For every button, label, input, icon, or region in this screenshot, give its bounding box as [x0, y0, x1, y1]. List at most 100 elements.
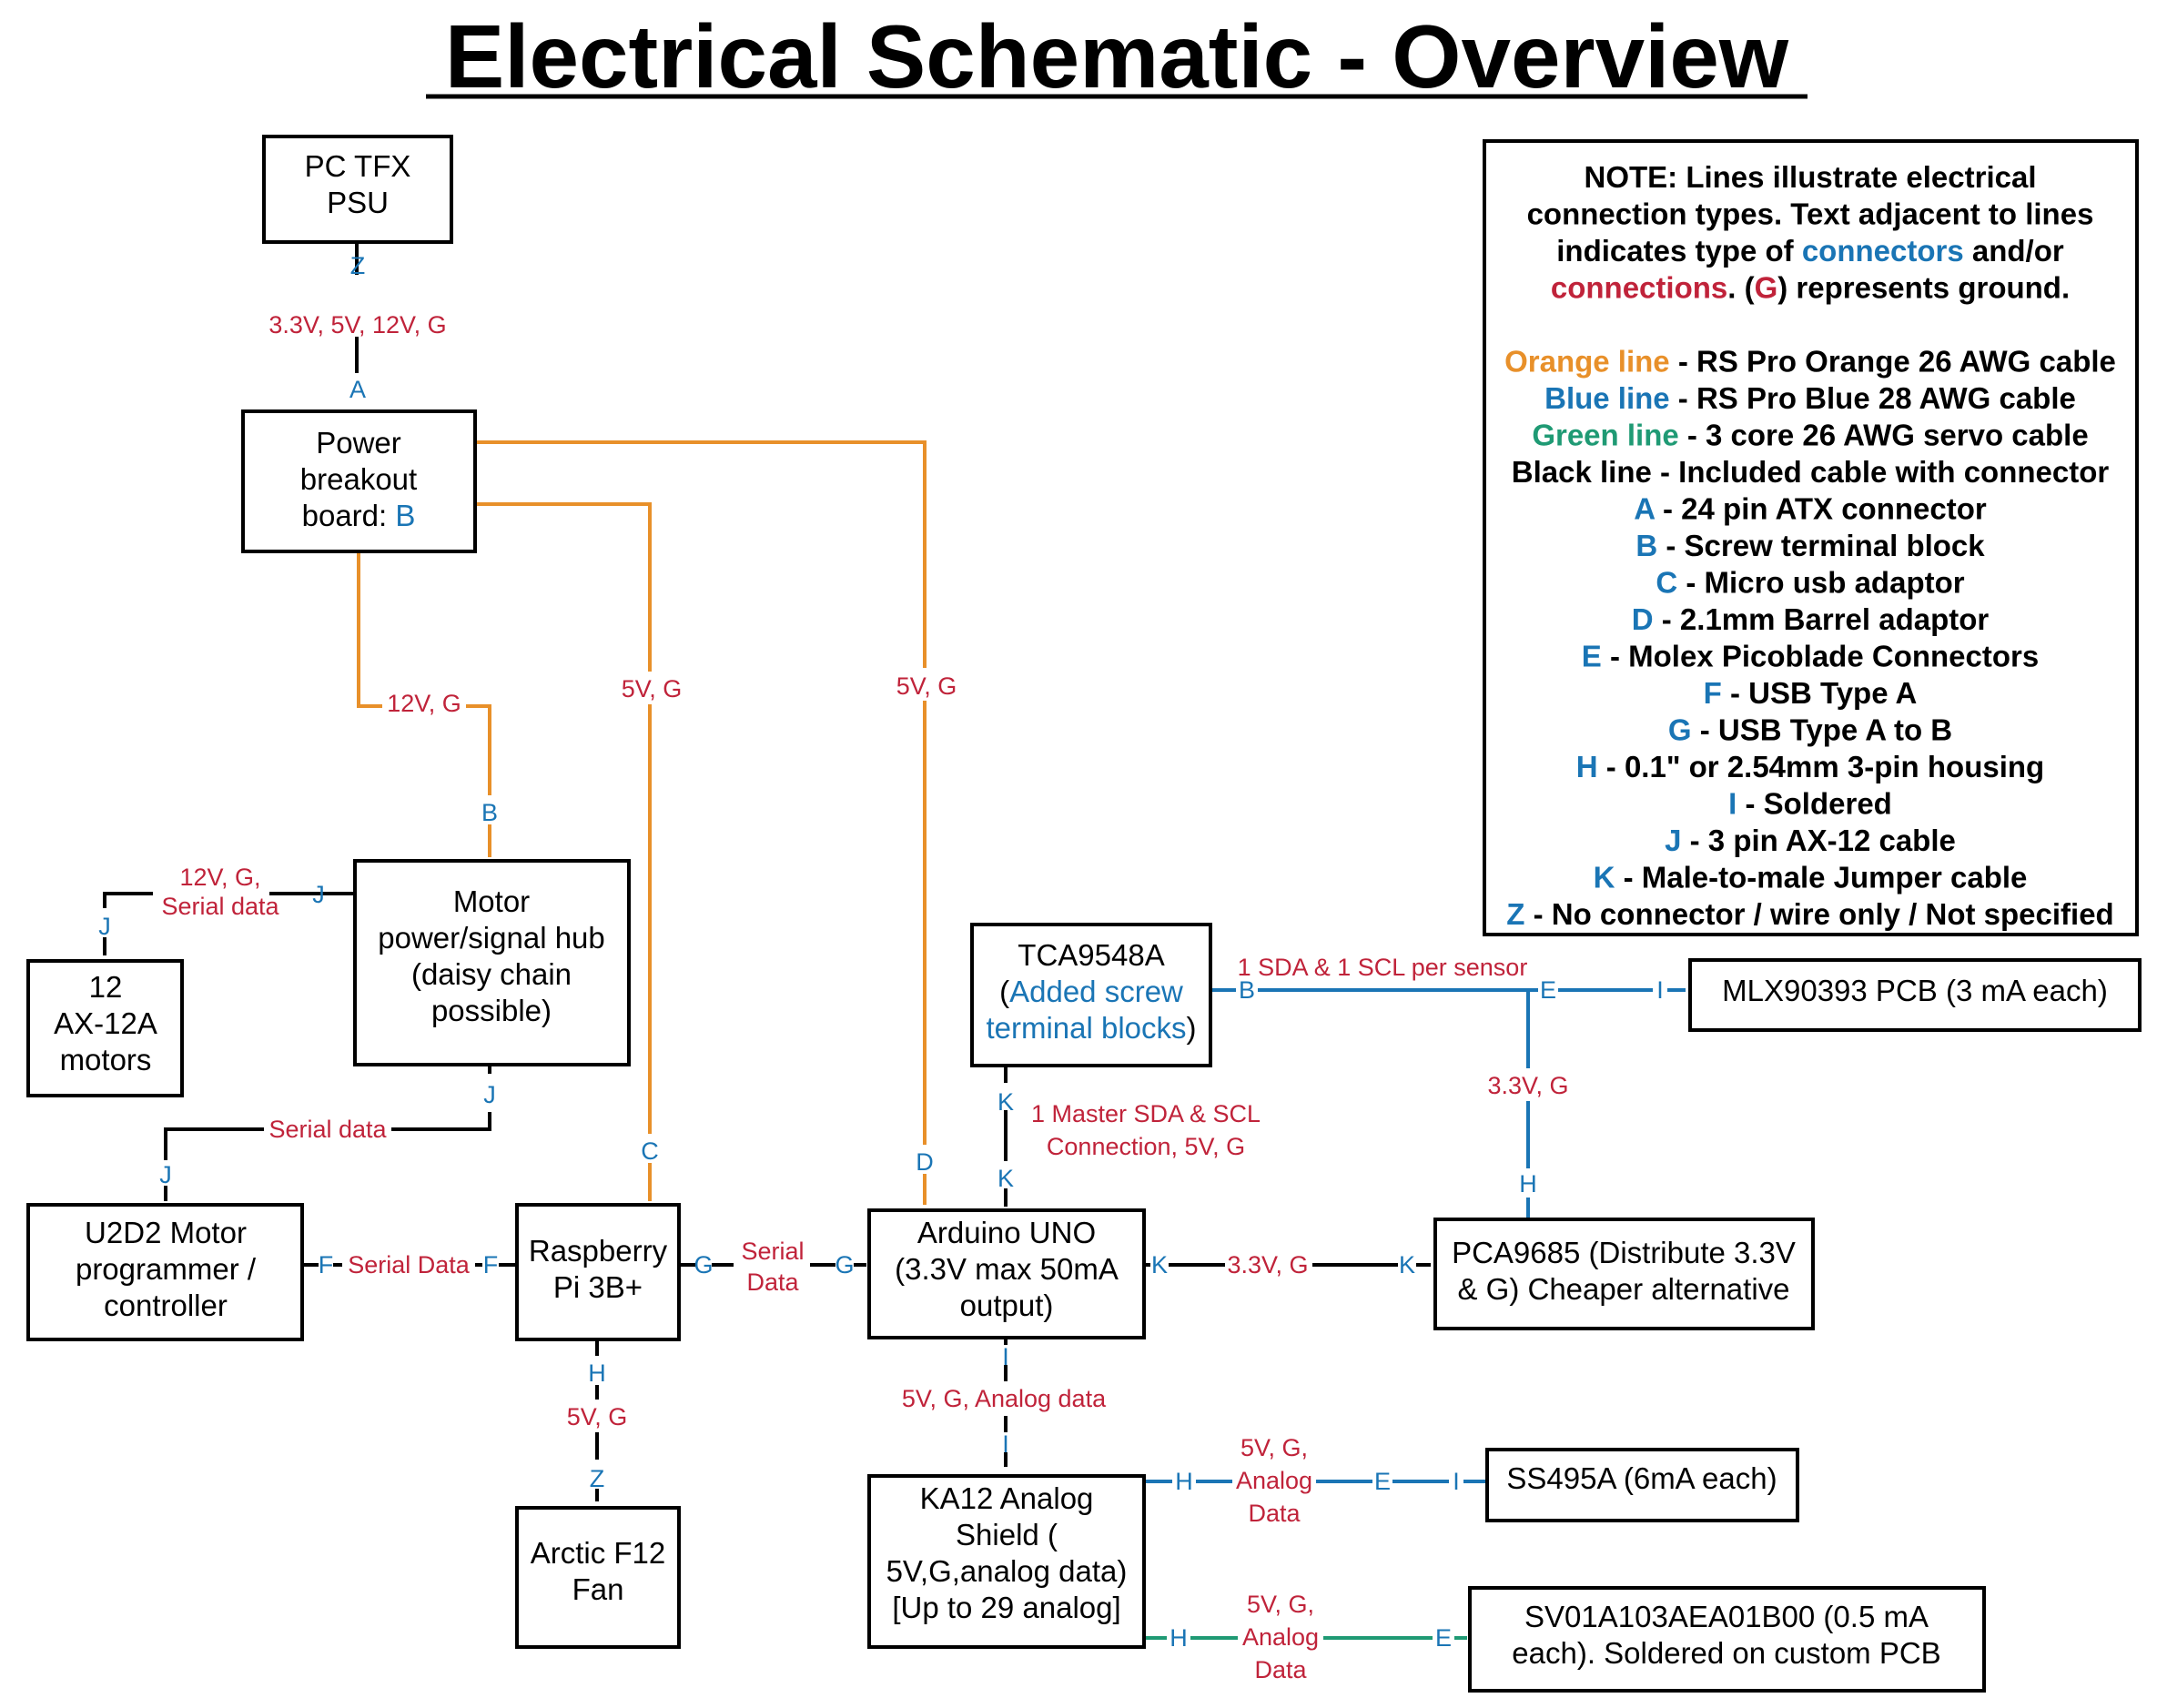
legend-segment: - Screw terminal block	[1657, 529, 1985, 562]
hub-label-line: (daisy chain	[411, 957, 572, 991]
connector-labels: Z A B J J J J C D F F G G B E I H K K K …	[98, 252, 1664, 1652]
legend-line: E - Molex Picoblade Connectors	[1582, 640, 2039, 673]
connector-fan-z: Z	[590, 1465, 605, 1492]
pca-box	[1433, 1218, 1815, 1330]
hub-label-text: possible)	[431, 994, 552, 1027]
connector-ka12-i: I	[1002, 1430, 1009, 1458]
legend-segment: ) represents ground.	[1777, 271, 2070, 305]
label-line: Serial data	[161, 893, 279, 920]
mlx-box	[1688, 958, 2142, 1032]
legend-line: C - Micro usb adaptor	[1656, 566, 1964, 600]
tca-label-line: (Added screw	[999, 975, 1183, 1008]
hub-label-line: power/signal hub	[378, 921, 605, 955]
ss495-label-text: SS495A (6mA each)	[1506, 1461, 1777, 1495]
connector-motors-j: J	[98, 913, 111, 940]
legend-segment: Blue line	[1544, 381, 1670, 415]
legend-segment: - No connector / wire only / Not specifi…	[1524, 897, 2113, 931]
mlx-label-line: MLX90393 PCB (3 mA each)	[1722, 974, 2108, 1007]
fan-label-text: Fan	[572, 1572, 624, 1606]
u2d2-label-text: controller	[104, 1289, 228, 1322]
legend-line: connection types. Text adjacent to lines	[1527, 197, 2094, 231]
ka12-label-line: Shield (	[956, 1518, 1058, 1551]
rpi-box	[515, 1203, 681, 1341]
legend-segment: - RS Pro Orange 26 AWG cable	[1670, 345, 2116, 379]
pca-label-line: & G) Cheaper alternative	[1457, 1272, 1789, 1306]
label-rpi-fan: 5V, G	[567, 1403, 628, 1430]
motors-label-text: motors	[60, 1043, 152, 1076]
wire-hub-motors-b	[103, 892, 153, 908]
legend-line: A - 24 pin ATX connector	[1634, 492, 1987, 526]
legend-line: Black line - Included cable with connect…	[1512, 455, 2110, 489]
legend-line: G - USB Type A to B	[1668, 713, 1952, 747]
legend-line: F - USB Type A	[1704, 676, 1918, 710]
connector-hub-j-left: J	[312, 881, 325, 908]
label-u2d2-rpi: Serial Data	[348, 1251, 471, 1278]
label-arduino-ka12: 5V, G, Analog data	[902, 1385, 1107, 1412]
label-line: Serial	[741, 1238, 804, 1265]
u2d2-label-text: programmer /	[76, 1252, 257, 1286]
legend-segment: - 24 pin ATX connector	[1655, 492, 1987, 526]
label-line: Analog	[1242, 1623, 1319, 1651]
legend-segment: I	[1728, 787, 1737, 821]
legend-segment: G	[1668, 713, 1692, 747]
label-tca-mlx: 1 SDA & 1 SCL per sensor	[1238, 954, 1528, 981]
connector-rpi-c: C	[641, 1137, 659, 1165]
legend-segment: F	[1704, 676, 1722, 710]
hub-label-text: power/signal hub	[378, 921, 605, 955]
psu-label-line: PC TFX	[305, 149, 411, 183]
ss495-label: SS495A (6mA each)	[1506, 1461, 1777, 1495]
legend-segment: and/or	[1964, 234, 2064, 268]
connector-tca-b: B	[1239, 976, 1255, 1004]
legend-segment: - 2.1mm Barrel adaptor	[1654, 602, 1990, 636]
breakout-label-tail: B	[395, 499, 415, 532]
legend-segment: connections	[1551, 271, 1727, 305]
ka12-label-line: [Up to 29 analog]	[892, 1591, 1120, 1624]
label-breakout-rpi: 5V, G	[622, 675, 683, 702]
connector-breakout-a: A	[349, 376, 366, 403]
connector-ka12-h1: H	[1175, 1468, 1193, 1495]
wire-breakout-arduino-a	[475, 440, 927, 668]
breakout-label-text: Power	[316, 426, 401, 460]
connector-hub-b: B	[481, 799, 498, 826]
legend-segment: - Male-to-male Jumper cable	[1615, 861, 2027, 894]
connector-u2d2-j: J	[159, 1161, 172, 1188]
motors-label-text: 12	[89, 970, 123, 1004]
fan-box	[515, 1506, 681, 1649]
connector-ss495-e: E	[1374, 1468, 1391, 1495]
legend-segment: connection types. Text adjacent to lines	[1527, 197, 2094, 231]
legend-segment: - 3 core 26 AWG servo cable	[1679, 419, 2089, 452]
connector-rpi-f: F	[483, 1251, 499, 1278]
legend-segment: Black line - Included cable with connect…	[1512, 455, 2110, 489]
legend-line: connections. (G) represents ground.	[1551, 271, 2070, 305]
wire-hub-u2d2-a	[391, 1112, 491, 1131]
ka12-label-text: Shield (	[956, 1518, 1058, 1551]
legend-line: Green line - 3 core 26 AWG servo cable	[1532, 419, 2088, 452]
label-hub-u2d2: Serial data	[268, 1116, 387, 1143]
motors-label-line: AX-12A	[54, 1006, 157, 1040]
rpi-label-text: Raspberry	[529, 1234, 668, 1268]
hub-label-text: (daisy chain	[411, 957, 572, 991]
legend-line: indicates type of connectors and/or	[1556, 234, 2064, 268]
mlx-label: MLX90393 PCB (3 mA each)	[1722, 974, 2108, 1007]
breakout-label-text: board:	[302, 499, 396, 532]
psu-box	[262, 135, 453, 244]
wire-breakout-hub-b	[466, 704, 491, 795]
label-line: 1 Master SDA & SCL	[1031, 1100, 1261, 1127]
ka12-label-text: 5V,G,analog data)	[886, 1554, 1128, 1588]
arduino-label-line: Arduino UNO	[917, 1216, 1096, 1249]
breakout-label-line: board: B	[302, 499, 416, 532]
tca-label-connector: terminal blocks	[986, 1011, 1186, 1045]
legend-box	[1483, 139, 2139, 936]
wires	[103, 242, 1686, 1640]
connector-mlx-i: I	[1656, 976, 1664, 1004]
connector-pca-k: K	[1399, 1251, 1415, 1278]
connector-ka12-h2: H	[1170, 1624, 1188, 1652]
connector-arduino-d: D	[916, 1148, 934, 1176]
